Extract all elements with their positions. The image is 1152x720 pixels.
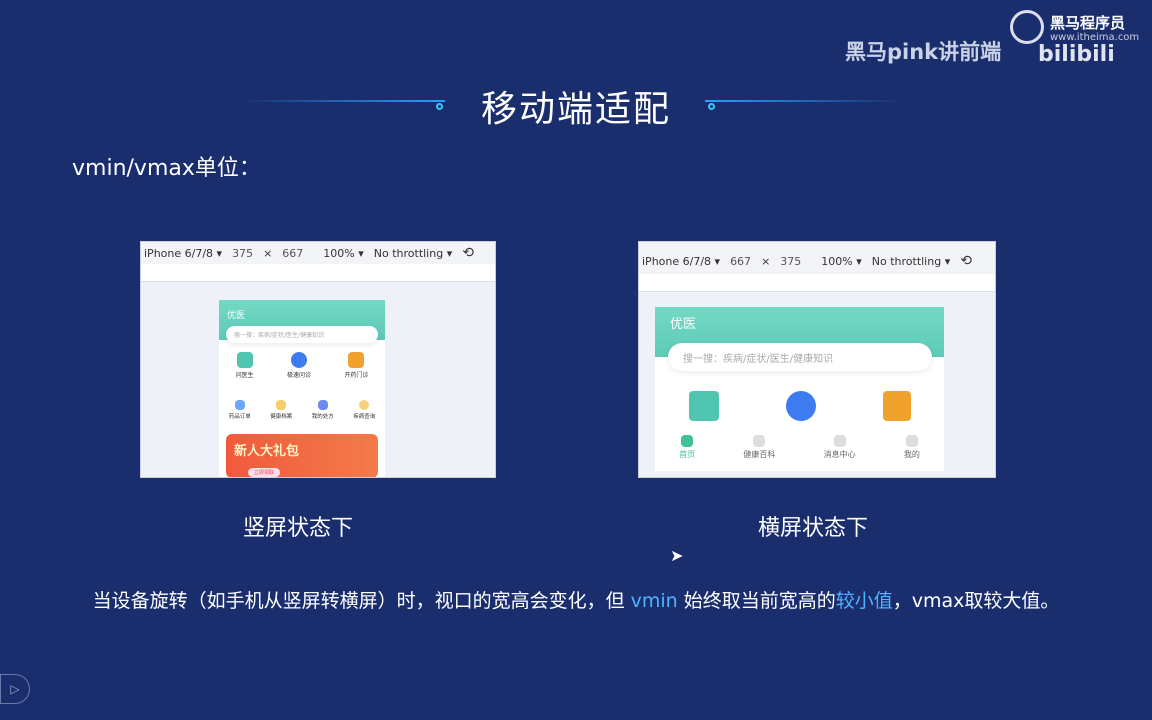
height-input[interactable]: 375 bbox=[780, 254, 802, 268]
dimension-separator: × bbox=[761, 254, 771, 268]
text-part: 当设备旋转（如手机从竖屏转横屏）时，视口的宽高会变化，但 bbox=[92, 590, 631, 612]
explanation-text: 当设备旋转（如手机从竖屏转横屏）时，视口的宽高会变化，但 vmin 始终取当前宽… bbox=[0, 586, 1152, 613]
watermark: 黑马pink讲前端 bbox=[845, 40, 1002, 64]
service-label: 开药门诊 bbox=[344, 372, 369, 379]
slide-title: 移动端适配 bbox=[480, 89, 671, 130]
shortcut-label: 我的处方 bbox=[311, 414, 334, 420]
banner-title: 新人大礼包 bbox=[234, 444, 300, 459]
width-input[interactable]: 667 bbox=[730, 254, 752, 268]
expand-panel-button[interactable]: ▷ bbox=[0, 674, 30, 704]
tab-label: 我的 bbox=[903, 450, 920, 459]
width-input[interactable]: 375 bbox=[232, 246, 254, 260]
device-select[interactable]: iPhone 6/7/8 ▾ bbox=[144, 246, 223, 260]
landscape-caption: 横屏状态下 bbox=[758, 516, 869, 541]
lightning-chat-icon[interactable] bbox=[785, 391, 816, 421]
text-part: 始终取当前宽高的 bbox=[677, 590, 836, 612]
bilibili-logo: bilibili bbox=[1038, 42, 1115, 67]
tab-bar: 首页 健康百科 消息中心 我的 bbox=[655, 435, 944, 460]
portrait-caption: 竖屏状态下 bbox=[243, 516, 354, 541]
shortcut-label: 药品订单 bbox=[228, 414, 251, 420]
medical-kit-icon bbox=[348, 352, 365, 368]
logo-text: 黑马程序员 bbox=[1050, 14, 1126, 32]
zoom-select[interactable]: 100% ▾ bbox=[323, 246, 364, 260]
service-item[interactable]: 开药门诊 bbox=[344, 352, 368, 379]
dimension-separator: × bbox=[263, 246, 273, 260]
shortcut-label: 健康档案 bbox=[270, 414, 293, 420]
rotate-icon[interactable]: ⟲ bbox=[960, 253, 972, 269]
shortcut-item[interactable]: 健康档案 bbox=[270, 400, 292, 420]
vmin-highlight: vmin bbox=[630, 590, 678, 612]
user-icon bbox=[905, 435, 918, 447]
ruler bbox=[639, 274, 995, 292]
tab-mine[interactable]: 我的 bbox=[904, 435, 920, 460]
book-icon bbox=[753, 435, 766, 447]
search-input[interactable]: 搜一搜：疾病/症状/医生/健康知识 bbox=[668, 343, 932, 371]
title-dot-right bbox=[708, 103, 715, 110]
title-decoration-left bbox=[240, 100, 445, 102]
text-part: ，vmax取较大值。 bbox=[892, 590, 1060, 612]
section-subtitle: vmin/vmax单位： bbox=[72, 156, 261, 181]
doctor-icon[interactable] bbox=[688, 391, 719, 421]
search-disease-icon bbox=[359, 400, 370, 410]
service-grid bbox=[655, 391, 944, 421]
horse-logo-icon bbox=[1010, 10, 1044, 44]
shortcut-item[interactable]: 药品订单 bbox=[229, 400, 251, 420]
tab-home[interactable]: 首页 bbox=[679, 435, 695, 460]
mouse-cursor-icon: ➤ bbox=[670, 546, 684, 565]
ruler bbox=[141, 264, 495, 282]
logo-url: www.itheima.com bbox=[1050, 32, 1140, 43]
chevron-right-icon: ▷ bbox=[10, 682, 20, 696]
height-input[interactable]: 667 bbox=[282, 246, 304, 260]
phone-viewport: 优医 搜一搜：疾病/症状/医生/健康知识 首页 健康百科 消息中心 我的 bbox=[655, 307, 944, 471]
tab-label: 首页 bbox=[679, 450, 696, 459]
devtools-toolbar: iPhone 6/7/8 ▾ 667 × 375 100% ▾ No throt… bbox=[639, 242, 995, 274]
medical-kit-icon[interactable] bbox=[882, 391, 911, 421]
throttle-select[interactable]: No throttling ▾ bbox=[373, 246, 453, 260]
throttle-select[interactable]: No throttling ▾ bbox=[871, 254, 951, 268]
service-item[interactable]: 极速问诊 bbox=[287, 352, 311, 379]
lightning-chat-icon bbox=[290, 352, 307, 368]
device-select[interactable]: iPhone 6/7/8 ▾ bbox=[642, 254, 721, 268]
shortcut-grid: 药品订单 健康档案 我的处方 疾病查询 bbox=[219, 400, 385, 420]
title-dot-left bbox=[436, 103, 443, 110]
order-icon bbox=[234, 400, 245, 410]
tab-label: 健康百科 bbox=[743, 450, 776, 459]
smaller-value-highlight: 较小值 bbox=[835, 590, 893, 612]
devtools-toolbar: iPhone 6/7/8 ▾ 375 × 667 100% ▾ No throt… bbox=[141, 242, 495, 264]
doctor-icon bbox=[236, 352, 253, 368]
rotate-icon[interactable]: ⟲ bbox=[462, 245, 474, 261]
portrait-screenshot: iPhone 6/7/8 ▾ 375 × 667 100% ▾ No throt… bbox=[140, 241, 496, 478]
shortcut-item[interactable]: 疾病查询 bbox=[353, 400, 375, 420]
phone-viewport: 优医 搜一搜：疾病/症状/医生/健康知识 问医生 极速问诊 开药门诊 药品订单 … bbox=[219, 300, 385, 477]
service-label: 极速问诊 bbox=[286, 372, 311, 379]
folder-icon bbox=[276, 400, 287, 410]
tab-messages[interactable]: 消息中心 bbox=[824, 435, 856, 460]
message-icon bbox=[833, 435, 846, 447]
shortcut-label: 疾病查询 bbox=[353, 414, 376, 420]
service-label: 问医生 bbox=[235, 372, 254, 379]
tab-label: 消息中心 bbox=[823, 450, 856, 459]
banner-button[interactable]: 立即领取 bbox=[248, 468, 281, 477]
tab-wiki[interactable]: 健康百科 bbox=[743, 435, 775, 460]
promo-banner[interactable]: 新人大礼包 立即领取 bbox=[226, 434, 378, 477]
service-item[interactable]: 问医生 bbox=[236, 352, 254, 379]
landscape-screenshot: iPhone 6/7/8 ▾ 667 × 375 100% ▾ No throt… bbox=[638, 241, 996, 478]
title-decoration-right bbox=[705, 100, 905, 102]
home-icon bbox=[681, 435, 694, 447]
itheima-bilibili-logo: 黑马程序员 www.itheima.com bilibili bbox=[1010, 8, 1146, 67]
service-grid: 问医生 极速问诊 开药门诊 bbox=[219, 352, 385, 379]
search-input[interactable]: 搜一搜：疾病/症状/医生/健康知识 bbox=[226, 326, 378, 343]
shortcut-item[interactable]: 我的处方 bbox=[312, 400, 334, 420]
prescription-icon bbox=[317, 400, 328, 410]
zoom-select[interactable]: 100% ▾ bbox=[821, 254, 862, 268]
